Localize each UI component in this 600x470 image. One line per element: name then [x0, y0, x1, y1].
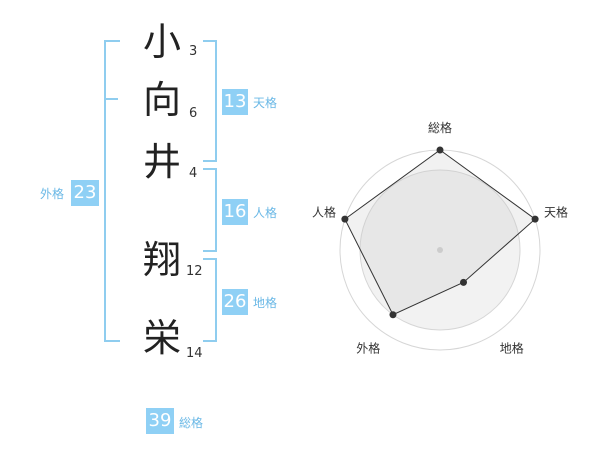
- gaikaku-bracket: [104, 40, 120, 342]
- chikaku-value: 26: [222, 289, 248, 315]
- stroke-count-3: 4: [189, 166, 198, 181]
- name-char-2: 向: [142, 78, 181, 122]
- stroke-count-5: 14: [186, 346, 203, 361]
- soukaku-value: 39: [146, 408, 174, 434]
- radar-axis-label-4: 外格: [356, 341, 380, 356]
- radar-point-5: [341, 215, 349, 223]
- name-char-3: 井: [142, 140, 181, 184]
- radar-axis-label-3: 地格: [500, 341, 524, 356]
- gaikaku-label: 外格: [40, 187, 65, 201]
- radar-axis-label-2: 天格: [544, 204, 568, 219]
- soukaku-label: 総格: [179, 416, 204, 430]
- tenkaku-bracket: [203, 40, 217, 162]
- chikaku-bracket: [203, 258, 217, 342]
- stroke-count-2: 6: [189, 106, 198, 121]
- jinkaku-value: 16: [222, 199, 248, 225]
- name-char-4: 翔: [142, 238, 181, 282]
- stroke-count-4: 12: [186, 264, 203, 279]
- tenkaku-value: 13: [222, 89, 248, 115]
- radar-point-1: [436, 146, 444, 154]
- radar-point-3: [460, 278, 468, 286]
- stroke-count-1: 3: [189, 44, 198, 59]
- radar-axis-label-1: 総格: [428, 120, 452, 135]
- bracket-tick: [104, 98, 118, 100]
- radar-center-dot: [437, 247, 443, 253]
- radar-point-2: [531, 215, 539, 223]
- chikaku-label: 地格: [253, 296, 278, 310]
- name-char-5: 栄: [142, 316, 181, 360]
- tenkaku-label: 天格: [253, 96, 278, 110]
- name-char-1: 小: [142, 20, 181, 64]
- jinkaku-label: 人格: [253, 206, 278, 220]
- gaikaku-value: 23: [71, 180, 99, 206]
- radar-polygon: [344, 149, 536, 316]
- jinkaku-bracket: [203, 168, 217, 252]
- radar-axis-label-5: 人格: [312, 204, 336, 219]
- radar-point-4: [389, 311, 397, 319]
